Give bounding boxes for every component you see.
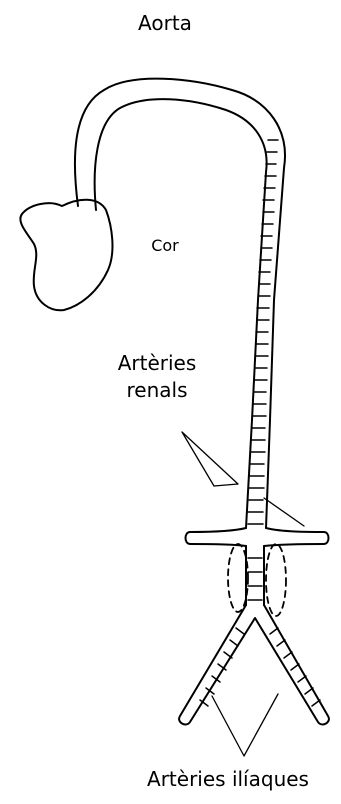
label-arteries-iliaques: Artèries ilíaques <box>118 766 338 793</box>
renals-pointer-lines <box>182 432 304 526</box>
aorta-inner-wall <box>95 99 267 528</box>
heart-shape <box>20 200 112 311</box>
iliaques-pointer-lines <box>212 694 278 756</box>
label-arteries-renals: Artèries renals <box>92 350 222 404</box>
dashed-oval-right <box>266 544 286 616</box>
iliac-arteries <box>179 605 329 724</box>
renal-arteries <box>186 528 329 546</box>
label-arteries-renals-line1: Artèries <box>92 350 222 377</box>
label-aorta: Aorta <box>110 10 220 37</box>
label-cor: Cor <box>140 235 190 257</box>
aorta-outer-wall <box>75 79 285 528</box>
label-arteries-renals-line2: renals <box>92 377 222 404</box>
